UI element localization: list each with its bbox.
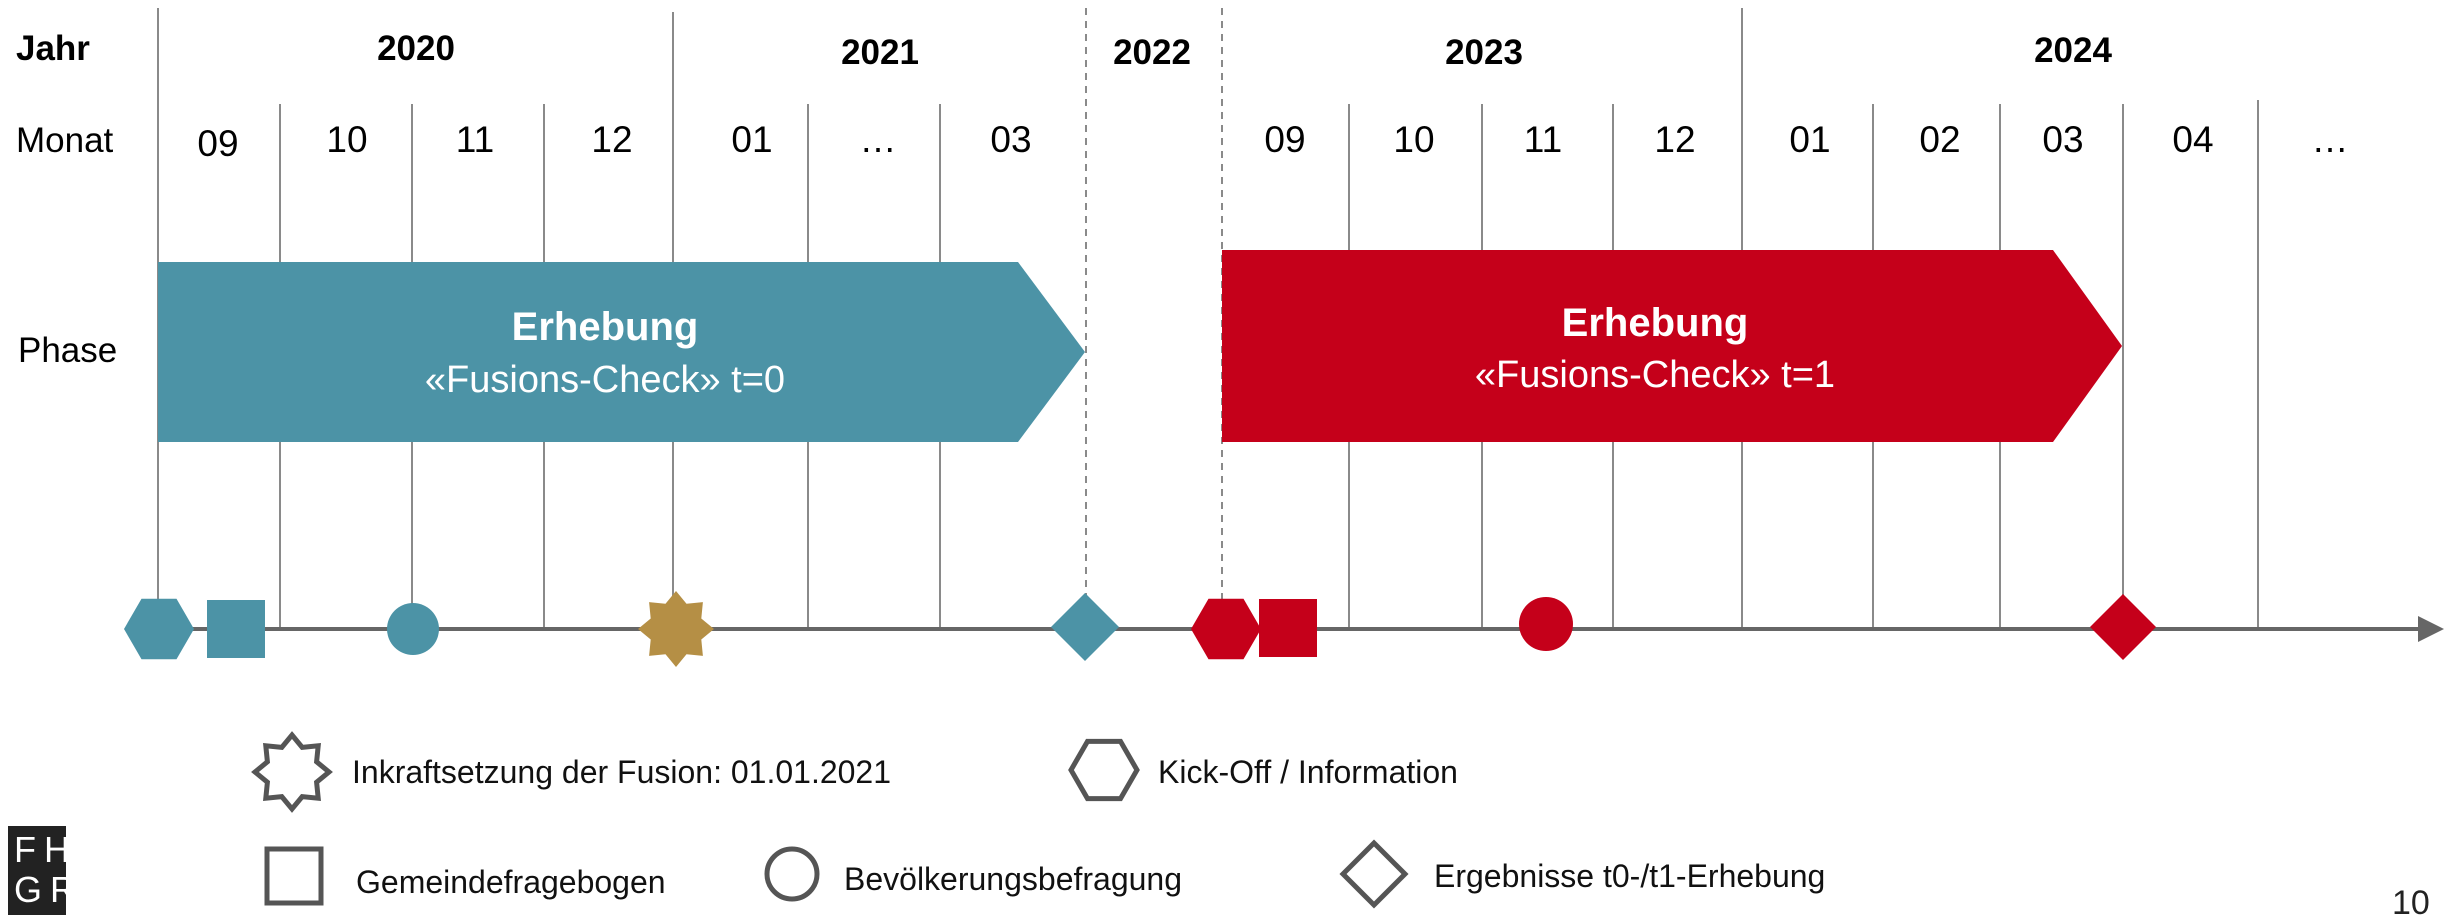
month-label: 12 (591, 119, 632, 160)
month-label: 01 (731, 119, 772, 160)
circle-icon (387, 603, 439, 655)
month-label: 10 (1393, 119, 1434, 160)
phase-title-t0: Erhebung (512, 305, 699, 349)
legend-label-diamond: Ergebnisse t0-/t1-Erhebung (1434, 858, 1825, 894)
legend-label-hexagon: Kick-Off / Information (1158, 754, 1458, 790)
month-label: 11 (456, 119, 494, 160)
phase-arrow-t0 (158, 262, 1085, 442)
circle-icon (1519, 597, 1573, 651)
month-label: 10 (326, 119, 367, 160)
month-label: 02 (1919, 119, 1960, 160)
month-label: … (2312, 119, 2349, 160)
diamond-icon (1339, 839, 1409, 909)
legend: Inkraftsetzung der Fusion: 01.01.2021 Ki… (251, 731, 1825, 909)
month-label: 01 (1789, 119, 1830, 160)
month-label: 03 (990, 119, 1031, 160)
star-icon (638, 591, 714, 667)
month-label: 04 (2172, 119, 2213, 160)
phase-arrow-t1 (1222, 250, 2122, 442)
row-label-phase: Phase (18, 331, 117, 370)
diamond-icon (2090, 594, 2156, 660)
square-icon (264, 846, 324, 906)
timeline-arrowhead (2418, 616, 2444, 642)
year-label: 2021 (841, 33, 919, 72)
circle-icon (764, 846, 820, 902)
hexagon-icon (1068, 738, 1140, 802)
year-label: 2024 (2034, 31, 2112, 70)
fhgr-logo: FH GR (8, 826, 76, 915)
year-label: 2022 (1113, 33, 1191, 72)
month-label: 09 (197, 123, 238, 164)
legend-label-circle: Bevölkerungsbefragung (844, 861, 1182, 897)
phase-title-t1: Erhebung (1562, 301, 1749, 345)
phase-subtitle-t1: «Fusions-Check» t=1 (1475, 354, 1835, 396)
hexagon-icon (1191, 598, 1261, 660)
diamond-icon (1051, 593, 1119, 661)
timeline-markers (124, 591, 2156, 667)
row-label-year: Jahr (16, 29, 90, 68)
legend-label-star: Inkraftsetzung der Fusion: 01.01.2021 (352, 754, 891, 790)
year-label: 2020 (377, 29, 455, 68)
square-icon (207, 600, 265, 658)
legend-label-square: Gemeindefragebogen (356, 864, 666, 900)
month-label: 03 (2042, 119, 2083, 160)
phase-subtitle-t0: «Fusions-Check» t=0 (425, 359, 785, 401)
month-label: 11 (1524, 119, 1562, 160)
month-label: 12 (1654, 119, 1695, 160)
star-icon (251, 731, 333, 813)
page-number: 10 (2392, 884, 2430, 922)
year-label: 2023 (1445, 33, 1523, 72)
month-label: … (860, 119, 897, 160)
hexagon-icon (124, 598, 194, 660)
month-label: 09 (1264, 119, 1305, 160)
square-icon (1259, 599, 1317, 657)
row-label-month: Monat (16, 121, 114, 160)
